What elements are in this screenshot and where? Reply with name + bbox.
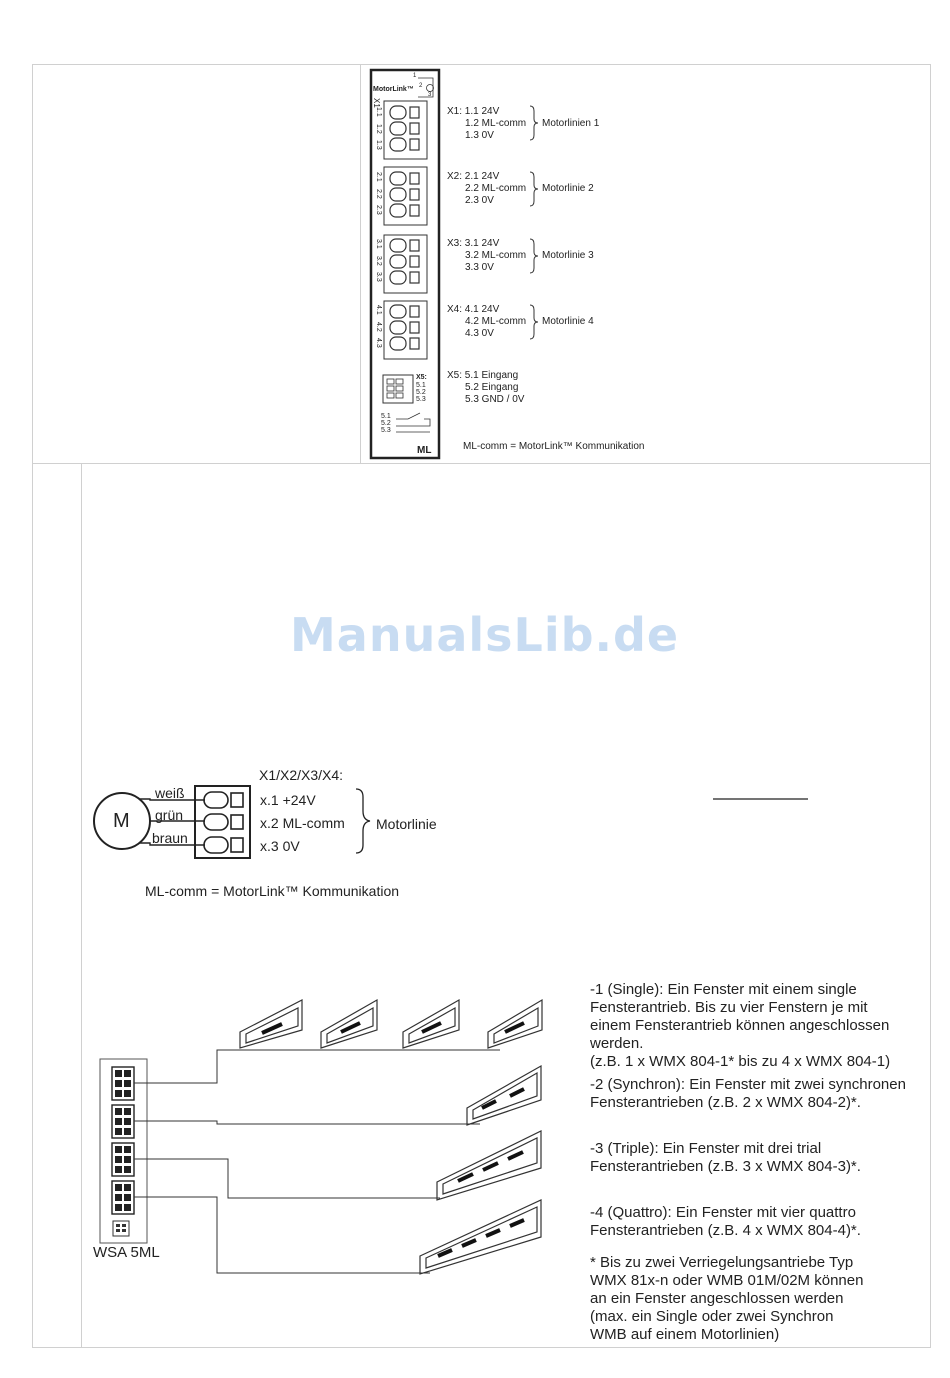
motor-pin-2: x.2 ML-comm [260, 815, 345, 831]
top-footnote: ML-comm = MotorLink™ Kommunikation [463, 441, 645, 452]
table-row-divider [32, 463, 931, 464]
device-wsa-label: WSA 5ML [93, 1244, 160, 1261]
desc-quattro: -4 (Quattro): Ein Fenster mit vier quatt… [590, 1204, 861, 1239]
motor-pin-3: x.3 0V [260, 838, 300, 854]
table-border-top [32, 64, 931, 65]
table-border-right [930, 64, 931, 1348]
desc-single: -1 (Single): Ein Fenster mit einem singl… [590, 981, 891, 1070]
motor-header: X1/X2/X3/X4: [259, 767, 344, 783]
motor-pin-1: x.1 +24V [260, 792, 316, 808]
table-border-bottom [32, 1347, 931, 1348]
motor-footnote: ML-comm = MotorLink™ Kommunikation [145, 883, 400, 899]
motor-group-label: Motorlinie [376, 816, 437, 832]
table-col-divider-bottom [81, 463, 82, 1348]
device-ml-label: ML [417, 445, 432, 456]
wire-white: weiß [155, 785, 185, 801]
motor-symbol: M [113, 810, 130, 832]
wire-green: grün [155, 807, 184, 823]
desc-triple: -3 (Triple): Ein Fenster mit drei trial … [590, 1140, 861, 1175]
table-border-left [32, 64, 33, 1348]
shield-pin-1: 1 [413, 73, 417, 79]
shield-pin-2: 2 [419, 83, 423, 89]
desc-footnote: * Bis zu zwei Verriegelungsantriebe Typ … [590, 1254, 864, 1343]
desc-synchron: -2 (Synchron): Ein Fenster mit zwei sync… [590, 1076, 906, 1111]
motorlink-brand-label: MotorLink™ [373, 86, 414, 93]
wire-brown: braun [152, 830, 188, 846]
watermark: ManualsLib.de [290, 608, 680, 662]
shield-pin-3: 3 [428, 92, 432, 98]
table-col-divider-top [360, 64, 361, 464]
